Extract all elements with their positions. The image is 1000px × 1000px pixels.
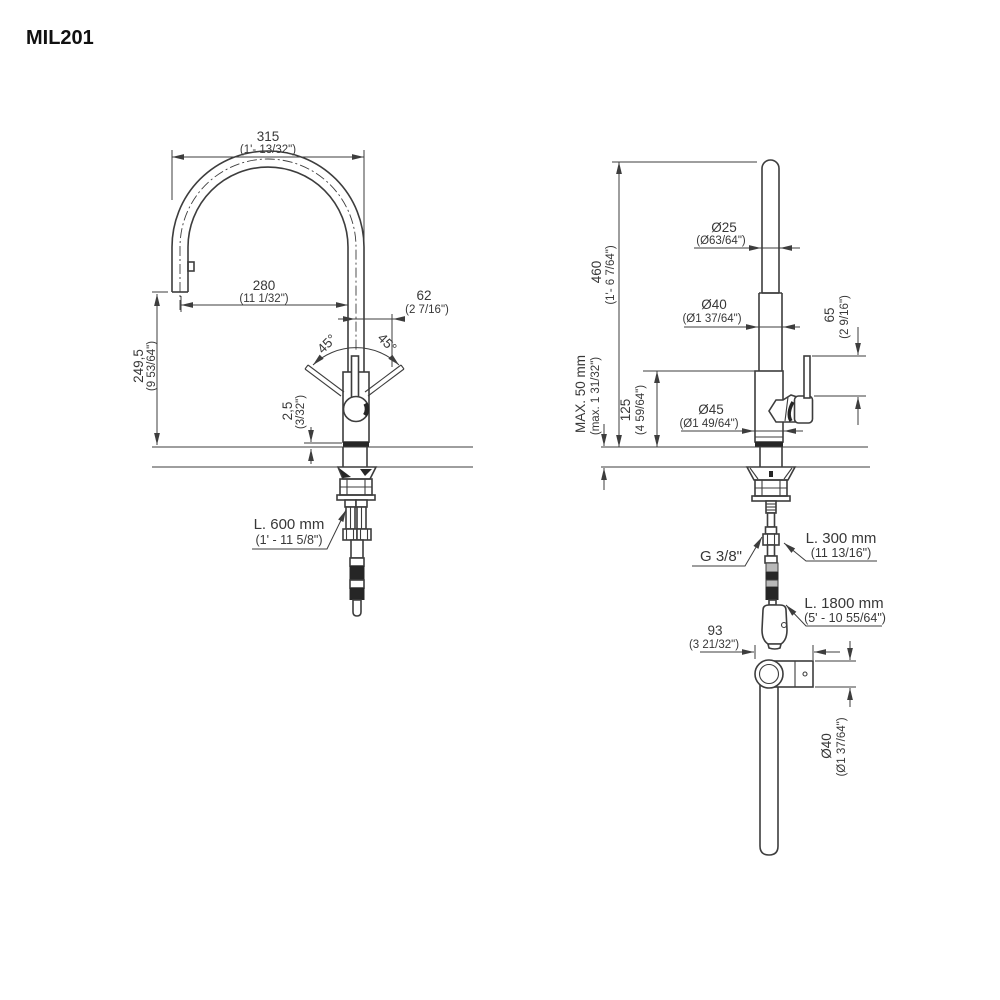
- svg-text:65: 65: [822, 307, 837, 322]
- dim-max-50: MAX. 50 mm (max. 1 31/32"): [573, 355, 607, 490]
- dim-93: 93 (3 21/32"): [689, 623, 840, 660]
- svg-text:93: 93: [707, 623, 722, 638]
- lever-rod: [803, 355, 811, 399]
- mounting-hardware: [336, 466, 378, 501]
- dim-249-5: 249,5 (9 53/64"): [131, 291, 168, 445]
- spout-inner-edge: [187, 166, 349, 372]
- dim-d40-top: Ø40 (Ø1 37/64"): [815, 641, 856, 777]
- svg-text:(9 53/64"): (9 53/64"): [146, 341, 158, 391]
- svg-text:(Ø1 49/64"): (Ø1 49/64"): [679, 418, 738, 430]
- thread-label: G 3/8": [692, 536, 763, 567]
- svg-text:(2 7/16"): (2 7/16"): [405, 304, 449, 316]
- right-view: 460 (1'- 6 7/64") Ø25 (Ø63/64") Ø40 (Ø1 …: [573, 159, 886, 856]
- dim-460: 460 (1'- 6 7/64"): [589, 161, 757, 447]
- ball-joint: [342, 395, 370, 423]
- svg-text:Ø45: Ø45: [698, 402, 724, 417]
- svg-text:Ø25: Ø25: [711, 220, 737, 235]
- svg-text:(4 59/64"): (4 59/64"): [635, 385, 647, 435]
- hose-1800-label: L. 1800 mm (5' - 10 55/64"): [785, 595, 886, 627]
- left-view: 45° 45° 315 (1'- 13/32") 280 (11 1/32") …: [131, 129, 473, 617]
- svg-text:Ø40: Ø40: [819, 733, 834, 759]
- pullout-hose-connector: [349, 539, 365, 617]
- svg-text:(3 21/32"): (3 21/32"): [689, 639, 739, 651]
- svg-text:MAX. 50 mm: MAX. 50 mm: [573, 355, 588, 433]
- svg-text:(1'- 6 7/64"): (1'- 6 7/64"): [605, 245, 617, 305]
- svg-text:(max. 1 31/32"): (max. 1 31/32"): [590, 357, 602, 435]
- svg-text:(Ø1 37/64"): (Ø1 37/64"): [836, 717, 848, 776]
- dim-d25: Ø25 (Ø63/64"): [694, 220, 800, 251]
- dim-d45: Ø45 (Ø1 49/64"): [679, 402, 803, 434]
- mounting-hardware: [745, 466, 797, 606]
- spout-column-upper: [761, 159, 780, 293]
- counterweight: [761, 604, 788, 650]
- dim-65: 65 (2 9/16"): [812, 295, 866, 425]
- base-gasket: [755, 442, 783, 447]
- svg-text:125: 125: [618, 399, 633, 422]
- svg-text:(2 9/16"): (2 9/16"): [839, 295, 851, 339]
- svg-text:L. 1800 mm: L. 1800 mm: [804, 595, 883, 612]
- svg-text:(Ø63/64"): (Ø63/64"): [696, 235, 746, 247]
- svg-text:(3/32"): (3/32"): [295, 395, 307, 429]
- handle-pin: [802, 671, 808, 677]
- spout-column-lower: [758, 292, 783, 371]
- spout-top-view: [759, 673, 779, 856]
- svg-text:(1'- 13/32"): (1'- 13/32"): [240, 144, 296, 156]
- page-title: MIL201: [26, 27, 94, 49]
- svg-text:2,5: 2,5: [280, 402, 295, 421]
- svg-text:460: 460: [589, 261, 604, 284]
- svg-text:Ø40: Ø40: [701, 297, 727, 312]
- svg-text:G 3/8": G 3/8": [700, 548, 742, 565]
- top-view: [754, 659, 814, 856]
- spout-centerline: [179, 158, 357, 352]
- svg-text:(11 1/32"): (11 1/32"): [239, 293, 288, 305]
- ball-joint-mark: [363, 402, 370, 417]
- dim-62: 62 (2 7/16"): [338, 288, 449, 367]
- lever-swing-range: [304, 347, 405, 397]
- base-ring-inner: [758, 663, 780, 685]
- spout-outer-edge: [171, 150, 365, 372]
- angle-left-label: 45°: [314, 331, 339, 356]
- dim-2-5: 2,5 (3/32"): [280, 395, 342, 464]
- svg-text:(5' - 10 55/64"): (5' - 10 55/64"): [804, 611, 886, 625]
- svg-text:62: 62: [416, 288, 431, 303]
- svg-text:249,5: 249,5: [131, 349, 146, 383]
- dim-125: 125 (4 59/64"): [618, 370, 756, 447]
- supply-hoses: [342, 499, 372, 541]
- supply-hose-length-label: L. 600 mm (1' - 11 5/8"): [252, 509, 347, 550]
- svg-text:L. 300 mm: L. 300 mm: [806, 530, 877, 547]
- svg-text:280: 280: [253, 278, 276, 293]
- dim-d40: Ø40 (Ø1 37/64"): [682, 297, 800, 330]
- base-gasket: [343, 442, 369, 447]
- hose-300-label: L. 300 mm (11 13/16"): [783, 530, 877, 562]
- dim-280: 280 (11 1/32"): [180, 278, 348, 312]
- svg-text:315: 315: [257, 129, 280, 144]
- svg-text:L. 600 mm: L. 600 mm: [254, 516, 325, 533]
- svg-text:(Ø1 37/64"): (Ø1 37/64"): [682, 313, 741, 325]
- spray-button: [187, 261, 195, 272]
- svg-text:(1' - 11 5/8"): (1' - 11 5/8"): [255, 533, 322, 547]
- handle-grip: [793, 395, 814, 424]
- dim-315: 315 (1'- 13/32"): [171, 129, 365, 258]
- handle-seam: [787, 401, 795, 422]
- svg-text:(11 13/16"): (11 13/16"): [811, 546, 872, 560]
- valve-facet-line: [784, 396, 789, 422]
